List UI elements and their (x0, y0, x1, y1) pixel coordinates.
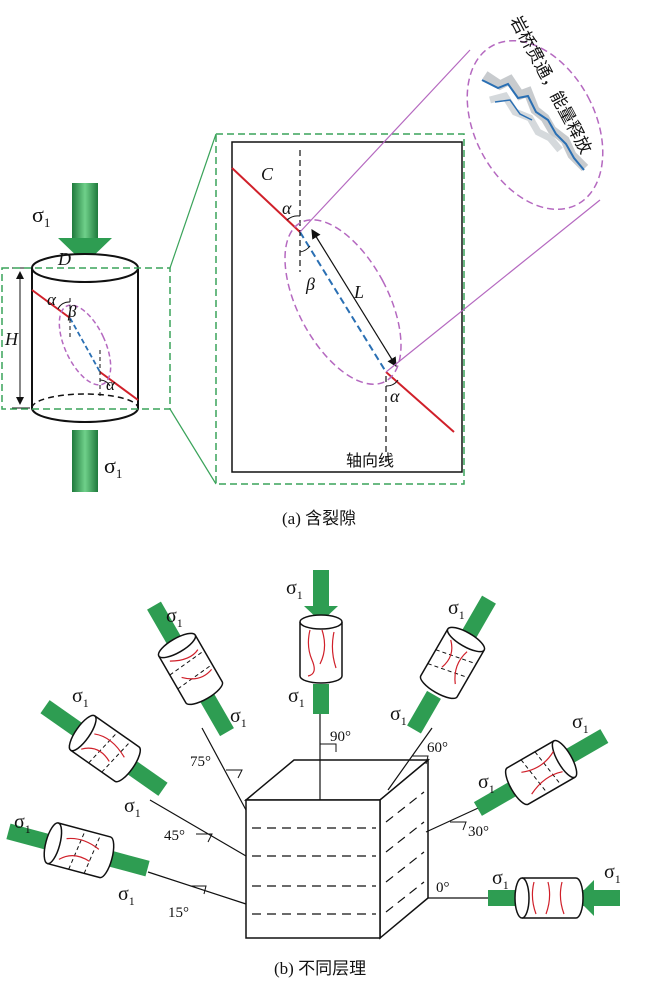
sigma-15-bottom: σ1 (118, 883, 135, 908)
sigma-bottom-a: σ1 (104, 453, 122, 481)
specimen-45 (40, 700, 168, 796)
sigma-0-left: σ1 (492, 867, 509, 892)
label-L: L (353, 282, 364, 302)
sigma-45-top: σ1 (72, 685, 89, 710)
sigma-30-top: σ1 (572, 711, 589, 736)
label-D: D (57, 249, 71, 269)
sigma-30-bottom: σ1 (478, 771, 495, 796)
specimen-0 (488, 877, 620, 919)
label-H: H (4, 329, 19, 349)
specimen-30 (473, 729, 609, 816)
rock-bridge-closeup (466, 39, 604, 211)
zoom-connector-bottom (169, 408, 217, 485)
specimen-90 (299, 570, 343, 714)
angle-90: 90° (330, 729, 351, 745)
cylinder-zoom-frame (1, 267, 171, 410)
zoom-line-1 (299, 49, 471, 233)
angle-75: 75° (190, 754, 211, 770)
angle-0: 0° (436, 880, 450, 896)
zoom-connector-top (169, 133, 217, 269)
sigma-45-bottom: σ1 (124, 795, 141, 820)
angle-15: 15° (168, 905, 189, 921)
label-beta-z: β (305, 274, 315, 294)
specimen-60 (407, 595, 496, 734)
label-alpha-z2: α (390, 386, 400, 406)
caption-b: (b) 不同层理 (274, 959, 366, 978)
zoom-line-2 (385, 199, 601, 373)
sigma-75-top: σ1 (166, 605, 183, 630)
angle-60: 60° (427, 740, 448, 756)
label-alpha-a1: α (47, 290, 57, 309)
fissure-upper (231, 167, 301, 233)
sigma-15-top: σ1 (14, 811, 31, 836)
sigma-75-bottom: σ1 (230, 705, 247, 730)
top-load-arrow (58, 183, 112, 264)
sigma-60-bottom: σ1 (390, 703, 407, 728)
panel-a: σ1 σ1 D α β α H (1, 13, 604, 528)
rock-cylinder (31, 253, 139, 423)
label-C: C (261, 164, 274, 184)
bridge-ellipse (284, 219, 402, 385)
sigma-top-a: σ1 (32, 202, 50, 230)
angle-45: 45° (164, 828, 185, 844)
sigma-90-bottom: σ1 (288, 685, 305, 710)
sigma-90-top: σ1 (286, 577, 303, 602)
panel-b: 90° 60° 30° 0° 75° 45° 15° σ1 σ1 σ1 σ (6, 570, 621, 978)
layered-cube (243, 758, 431, 940)
specimen-15 (6, 822, 150, 879)
angle-marks (190, 743, 467, 895)
label-alpha-z1: α (282, 198, 292, 218)
sigma-0-right: σ1 (604, 861, 621, 886)
fissure-lower (385, 371, 455, 433)
axis-line-label: 轴向线 (346, 452, 394, 470)
bottom-load-arrow (72, 430, 98, 492)
caption-a: (a) 含裂隙 (282, 509, 356, 528)
label-beta-a: β (67, 302, 77, 321)
label-alpha-a2: α (106, 375, 116, 394)
length-arrow (311, 228, 397, 368)
sigma-60-top: σ1 (448, 597, 465, 622)
angle-30: 30° (468, 824, 489, 840)
specimen-75 (147, 601, 234, 737)
